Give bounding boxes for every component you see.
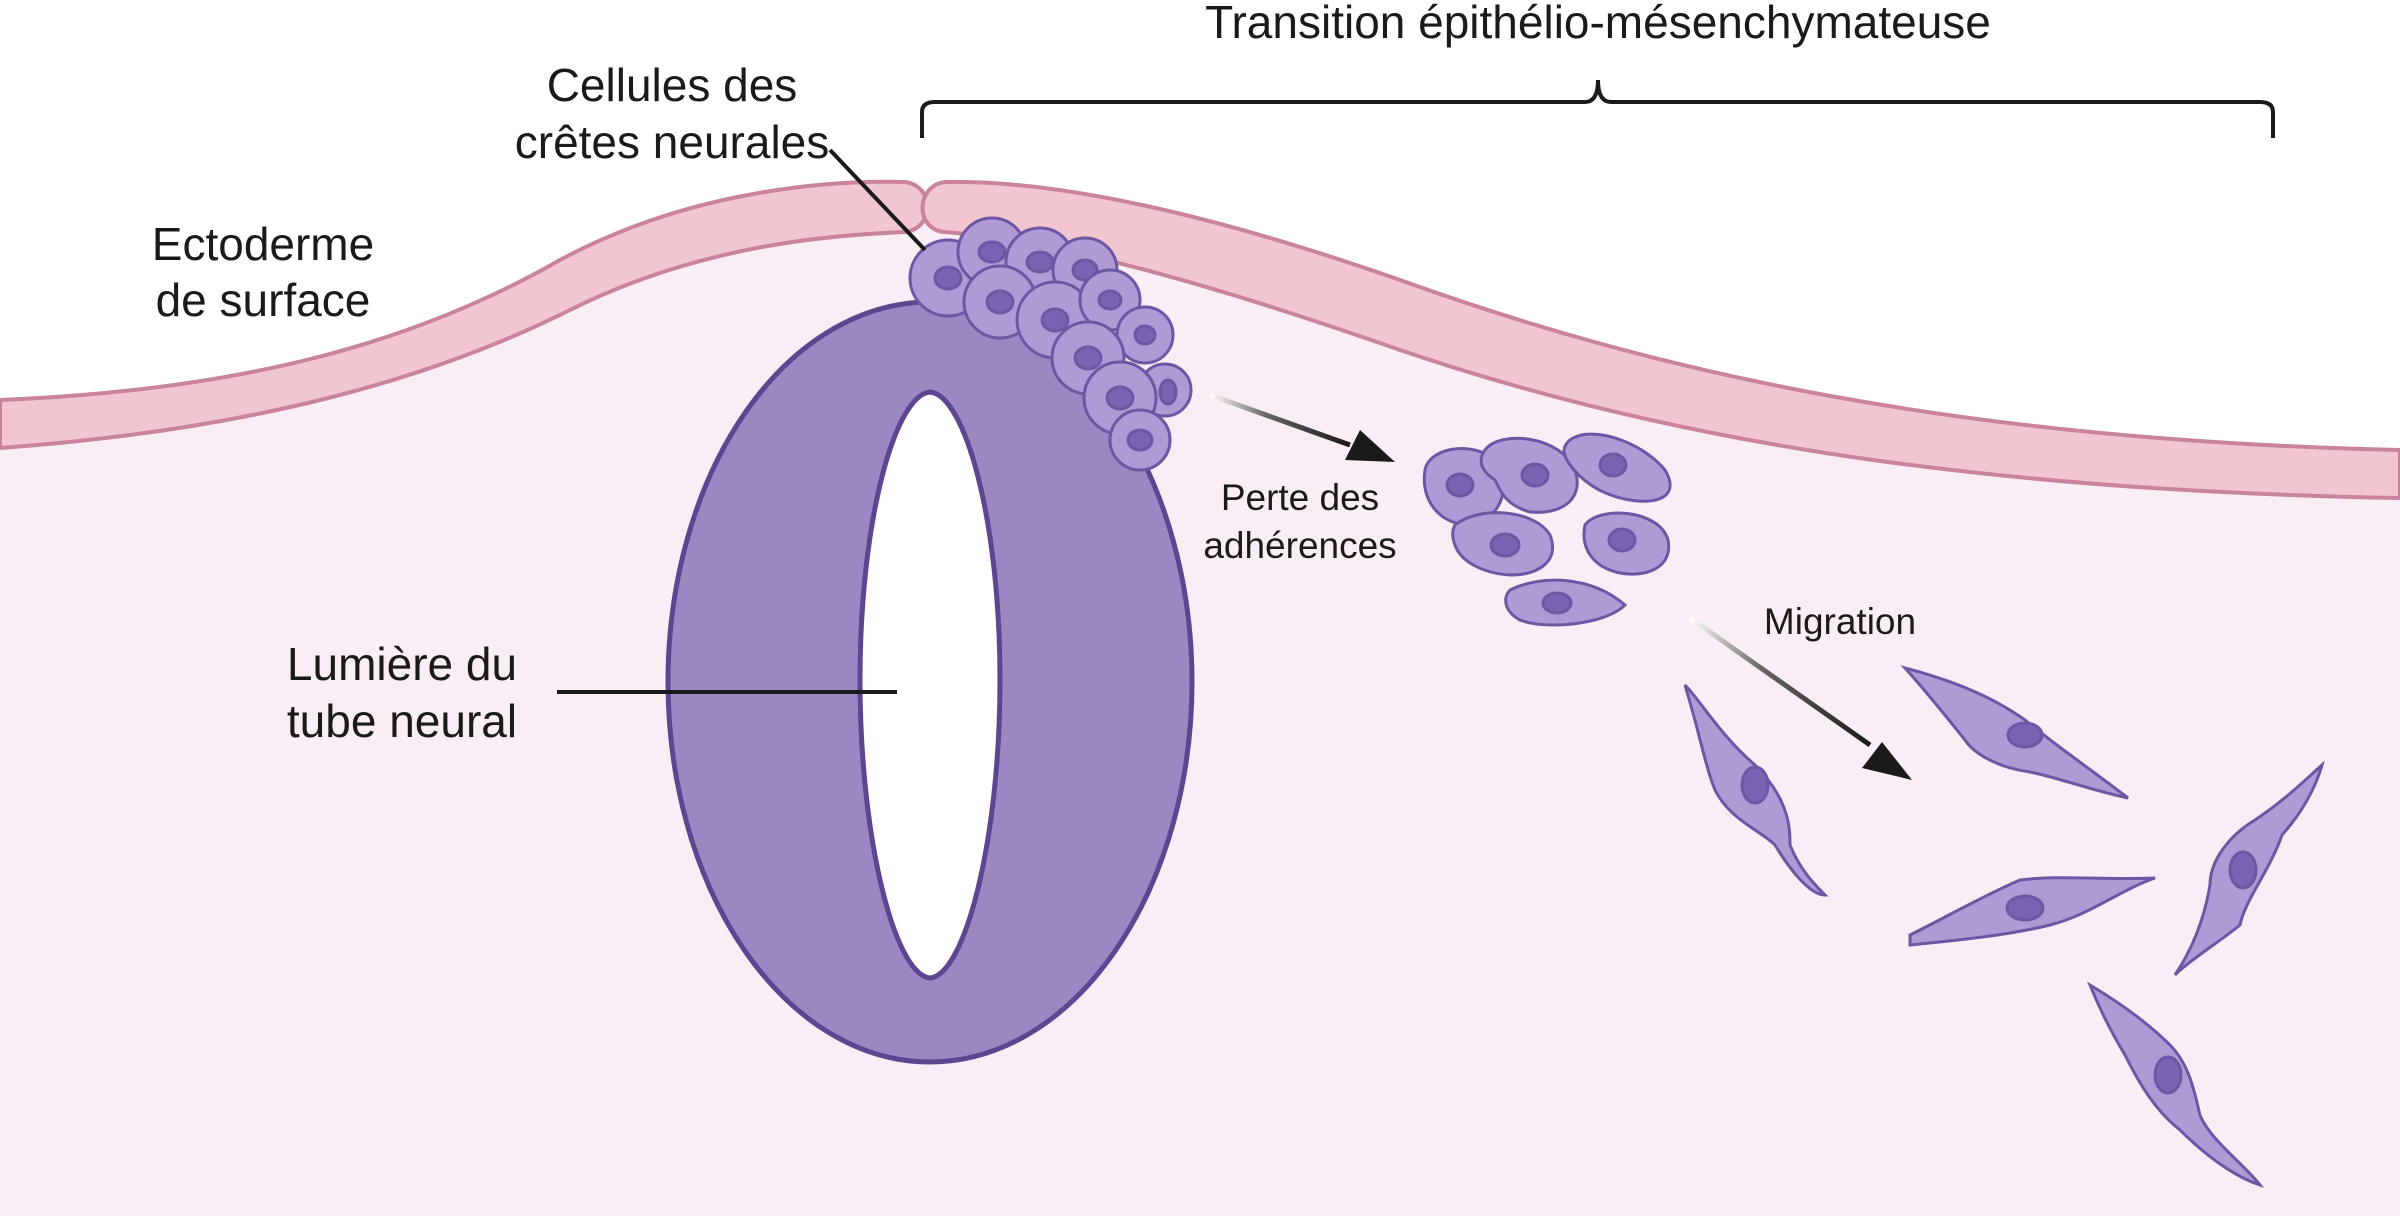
ectoderm-label-line1: Ectoderme [152,218,374,270]
lumen-label-line1: Lumière du [287,638,517,690]
neural-tube [665,299,1195,1065]
neural-crest-label-line1: Cellules des [547,59,798,111]
crest-cell [1108,408,1172,472]
mesenchymal-cell [1683,683,1829,897]
neural-crest-label-line2: crêtes neurales [515,116,830,168]
neural-tube-lumen [857,389,1003,981]
migrating-cells [1683,665,2325,1188]
emt-title: Transition épithélio-mésenchymateuse [1205,0,1991,48]
adhesion-arrow [1209,392,1395,462]
migration-arrow [1688,615,1912,780]
mesenchymal-cell [2086,981,2265,1188]
migration-label: Migration [1764,601,1916,642]
adhesion-label-line2: adhérences [1203,525,1396,566]
crest-cell [1115,305,1175,365]
detached-cell [1479,436,1579,514]
detached-cell [1562,432,1672,503]
adhesion-label-line1: Perte des [1221,477,1379,518]
detached-cell [1451,511,1555,577]
mesenchymal-cell [1900,665,2129,800]
neural-crest-cluster [908,216,1193,472]
mesenchymal-cell [2173,760,2325,977]
detached-cell [1582,511,1671,576]
ectoderm-label-line2: de surface [156,274,371,326]
detached-cell [1504,578,1628,627]
emt-bracket [920,79,2275,138]
neural-crest-leader-line [828,148,927,252]
lumen-label-line2: tube neural [287,695,517,747]
mesenchymal-cell [1908,876,2156,947]
detached-cells [1422,432,1672,627]
